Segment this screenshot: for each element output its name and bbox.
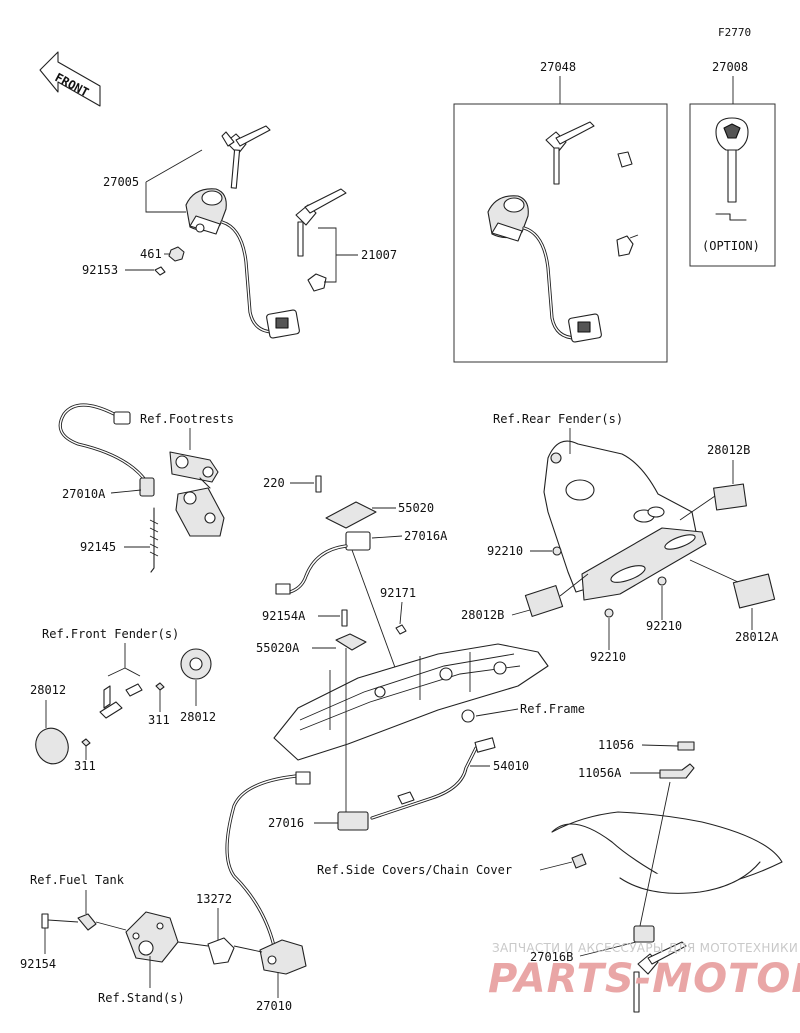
bolt-92153	[154, 266, 166, 276]
ref-frame: Ref.Frame	[520, 702, 585, 716]
side-cover	[551, 811, 783, 894]
band-11056A	[659, 763, 695, 779]
label-11056A: 11056A	[578, 766, 622, 780]
rear-frame	[273, 643, 549, 761]
side-stand-switch-27010	[225, 771, 311, 975]
label-27005: 27005	[103, 175, 139, 189]
bolt-220	[315, 475, 322, 493]
label-28012A: 28012A	[735, 630, 779, 644]
bracket-55020	[325, 501, 377, 529]
watermark-logo: PARTS-MOTOR.RU	[488, 956, 800, 1002]
bracket-55020A	[335, 633, 367, 651]
bolt-92154	[41, 913, 49, 929]
switch-27016B	[633, 925, 687, 1013]
label-28012-right: 28012	[180, 710, 216, 724]
label-27010: 27010	[256, 999, 292, 1013]
option-label: (OPTION)	[702, 239, 760, 253]
label-55020: 55020	[398, 501, 434, 515]
band-11056	[677, 741, 695, 751]
label-220: 220	[263, 476, 285, 490]
label-28012-left: 28012	[30, 683, 66, 697]
nut-311-a	[81, 738, 91, 747]
label-461: 461	[140, 247, 162, 261]
label-27016A: 27016A	[404, 529, 448, 543]
nut-92210-a	[552, 546, 562, 556]
stand-bracket	[95, 911, 179, 963]
label-28012B: 28012B	[461, 608, 504, 622]
label-92153: 92153	[82, 263, 118, 277]
label-28012B-top: 28012B	[707, 443, 750, 457]
label-92210-a: 92210	[487, 544, 523, 558]
nut-92210-b	[604, 608, 614, 618]
label-92154A: 92154A	[262, 609, 306, 623]
diagram-code: F2770	[718, 26, 751, 39]
ref-front-fender: Ref.Front Fender(s)	[42, 627, 179, 641]
ref-fuel-tank: Ref.Fuel Tank	[30, 873, 125, 887]
nut-92171	[395, 624, 407, 635]
reflector-28012A	[732, 573, 776, 609]
label-92154: 92154	[20, 957, 56, 971]
ref-rear-fender: Ref.Rear Fender(s)	[493, 412, 623, 426]
bracket-13272	[207, 937, 235, 965]
footrest-bracket	[169, 451, 225, 537]
ref-stand: Ref.Stand(s)	[98, 991, 185, 1005]
nut-92210-c	[657, 576, 667, 586]
ignition-switch-set-27048	[487, 121, 639, 343]
label-27010A: 27010A	[62, 487, 106, 501]
bolt-92154A	[341, 609, 348, 627]
label-92145: 92145	[80, 540, 116, 554]
key-set-21007	[295, 188, 347, 292]
side-stand-switch-27010A	[58, 403, 155, 497]
front-arrow-icon: FRONT	[39, 51, 101, 107]
label-27008: 27008	[712, 60, 748, 74]
label-11056: 11056	[598, 738, 634, 752]
nut-461	[168, 246, 185, 262]
label-311-b: 311	[148, 713, 170, 727]
blank-key-27008	[715, 117, 749, 221]
label-27016: 27016	[268, 816, 304, 830]
spring-92145	[150, 507, 155, 573]
cable-54010	[370, 737, 496, 820]
label-92210-c: 92210	[646, 619, 682, 633]
label-92171: 92171	[380, 586, 416, 600]
label-92210-b: 92210	[590, 650, 626, 664]
ignition-switch-set-27005	[185, 125, 300, 339]
ref-footrests: Ref.Footrests	[140, 412, 234, 426]
label-27048: 27048	[540, 60, 576, 74]
label-21007: 21007	[361, 248, 397, 262]
sensor-27016	[337, 811, 369, 831]
label-311-a: 311	[74, 759, 96, 773]
fuel-tank-bracket	[77, 913, 97, 931]
reflector-28012-left	[35, 727, 69, 765]
reflector-28012B-top	[713, 483, 747, 511]
label-54010: 54010	[493, 759, 529, 773]
sensor-27016A	[275, 531, 371, 595]
label-27016B: 27016B	[530, 950, 573, 964]
label-13272: 13272	[196, 892, 232, 906]
option-box-27008	[689, 103, 776, 267]
rear-fender	[543, 440, 707, 601]
watermark-tagline: ЗАПЧАСТИ И АКСЕССУАРЫ ДЛЯ МОТОТЕХНИКИ	[492, 941, 798, 955]
set-box-27048	[453, 103, 668, 363]
reflector-28012B	[524, 585, 564, 617]
reflector-mount-left	[99, 683, 143, 719]
label-55020A: 55020A	[256, 641, 300, 655]
nut-311-b	[155, 682, 165, 691]
ref-side-covers: Ref.Side Covers/Chain Cover	[317, 863, 512, 877]
